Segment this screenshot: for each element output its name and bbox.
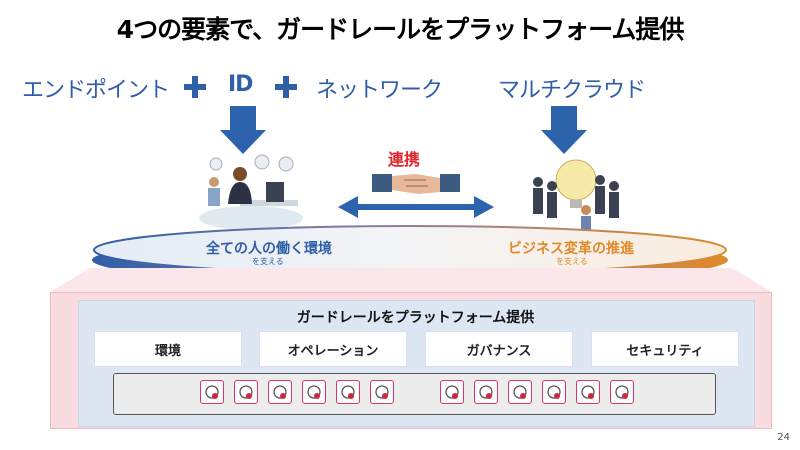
- right-ring-sublabel: を支える: [556, 257, 588, 266]
- network-hub-icon: [234, 380, 258, 404]
- handshake-icon: [372, 174, 460, 194]
- down-arrow-icon: [541, 106, 587, 154]
- platform-top-face: [50, 268, 772, 292]
- network-label: ネットワーク: [316, 78, 443, 103]
- cloud-sync-icon: [474, 380, 498, 404]
- pillar-security: セキュリティ: [591, 331, 739, 367]
- multicloud-label: マルチクラウド: [498, 78, 646, 103]
- page-number: 24: [777, 432, 790, 443]
- cooperation-label: 連携: [388, 150, 421, 169]
- shield-bolt-icon: [542, 380, 566, 404]
- server-key-icon: [610, 380, 634, 404]
- plus-icon: [275, 76, 297, 98]
- platform-title: ガードレールをプラットフォーム提供: [296, 310, 535, 326]
- cloud-alert-icon: [268, 380, 292, 404]
- pillar-governance: ガバナンス: [425, 331, 573, 367]
- pillar-operations: オペレーション: [259, 331, 407, 367]
- double-arrow-icon: [338, 196, 494, 218]
- user-settings-icon: [508, 380, 532, 404]
- innovation-illustration: [533, 159, 619, 230]
- down-arrow-icon: [220, 106, 266, 154]
- pillar-environment: 環境: [94, 331, 242, 367]
- cloud-monitor-icon: [440, 380, 464, 404]
- workplace-illustration: [199, 154, 303, 230]
- user-dashboard-icon: [200, 380, 224, 404]
- left-ring-label: 全ての人の働く環境: [206, 241, 332, 257]
- cloud-database-icon: [576, 380, 600, 404]
- right-ring-label: ビジネス変革の推進: [508, 241, 634, 257]
- plus-icon: [184, 76, 206, 98]
- id-label: ID: [228, 72, 253, 97]
- cloud-key-icon: [302, 380, 326, 404]
- laptop-shield-icon: [336, 380, 360, 404]
- left-ring-sublabel: を支える: [252, 257, 284, 266]
- endpoint-label: エンドポイント: [22, 78, 170, 103]
- cloud-document-icon: [370, 380, 394, 404]
- page-title: 4つの要素で、ガードレールをプラットフォーム提供: [116, 15, 685, 44]
